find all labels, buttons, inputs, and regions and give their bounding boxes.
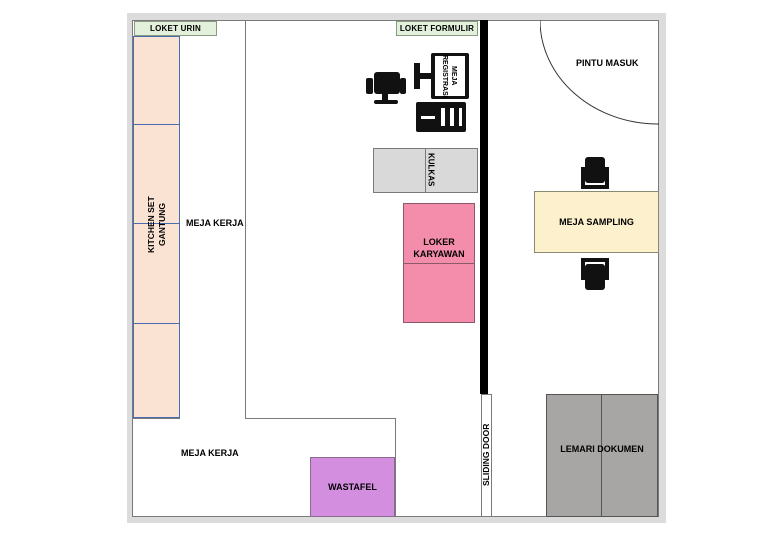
chair-icon: [581, 256, 609, 290]
kitchen-set-segment: [133, 323, 180, 418]
cpu-tower-icon: [416, 102, 466, 132]
kulkas-label: KULKAS: [426, 153, 436, 187]
kitchen-set-segment: [133, 223, 180, 324]
meja-kerja-label: MEJA KERJA: [186, 218, 244, 228]
wastafel: WASTAFEL: [310, 457, 395, 517]
computer-monitor-icon: [414, 53, 470, 99]
meja-kerja-edge: [245, 418, 396, 419]
meja-kerja-edge: [133, 418, 180, 419]
loket-formulir-label: LOKET FORMULIR: [396, 21, 478, 36]
meja-kerja-label: MEJA KERJA: [181, 448, 239, 458]
lemari-dokumen-label: LEMARI DOKUMEN: [560, 444, 644, 454]
meja-sampling: MEJA SAMPLING: [534, 191, 659, 253]
kulkas-door-line: [425, 149, 426, 192]
kitchen-set-label: KITCHEN SET GANTUNG: [146, 196, 167, 254]
meja-kerja-edge: [245, 20, 246, 419]
office-chair-icon: [366, 70, 406, 106]
sliding-door[interactable]: [481, 394, 492, 517]
meja-registrasi-label: MEJA REGISTRASI: [441, 54, 457, 98]
kitchen-set-segment: [133, 36, 180, 125]
pintu-masuk-swing[interactable]: [540, 20, 659, 126]
loker-divider: [404, 263, 474, 264]
lemari-dokumen: [546, 394, 658, 517]
lemari-door-line: [601, 395, 602, 516]
pintu-masuk-label: PINTU MASUK: [576, 58, 639, 68]
chair-icon: [581, 157, 609, 191]
sliding-door-label: SLIDING DOOR: [481, 423, 491, 487]
meja-kerja-edge: [395, 418, 396, 517]
partition-wall: [480, 20, 488, 394]
loker-karyawan-label: LOKER KARYAWAN: [413, 237, 465, 259]
loket-urin-label: LOKET URIN: [134, 21, 217, 36]
